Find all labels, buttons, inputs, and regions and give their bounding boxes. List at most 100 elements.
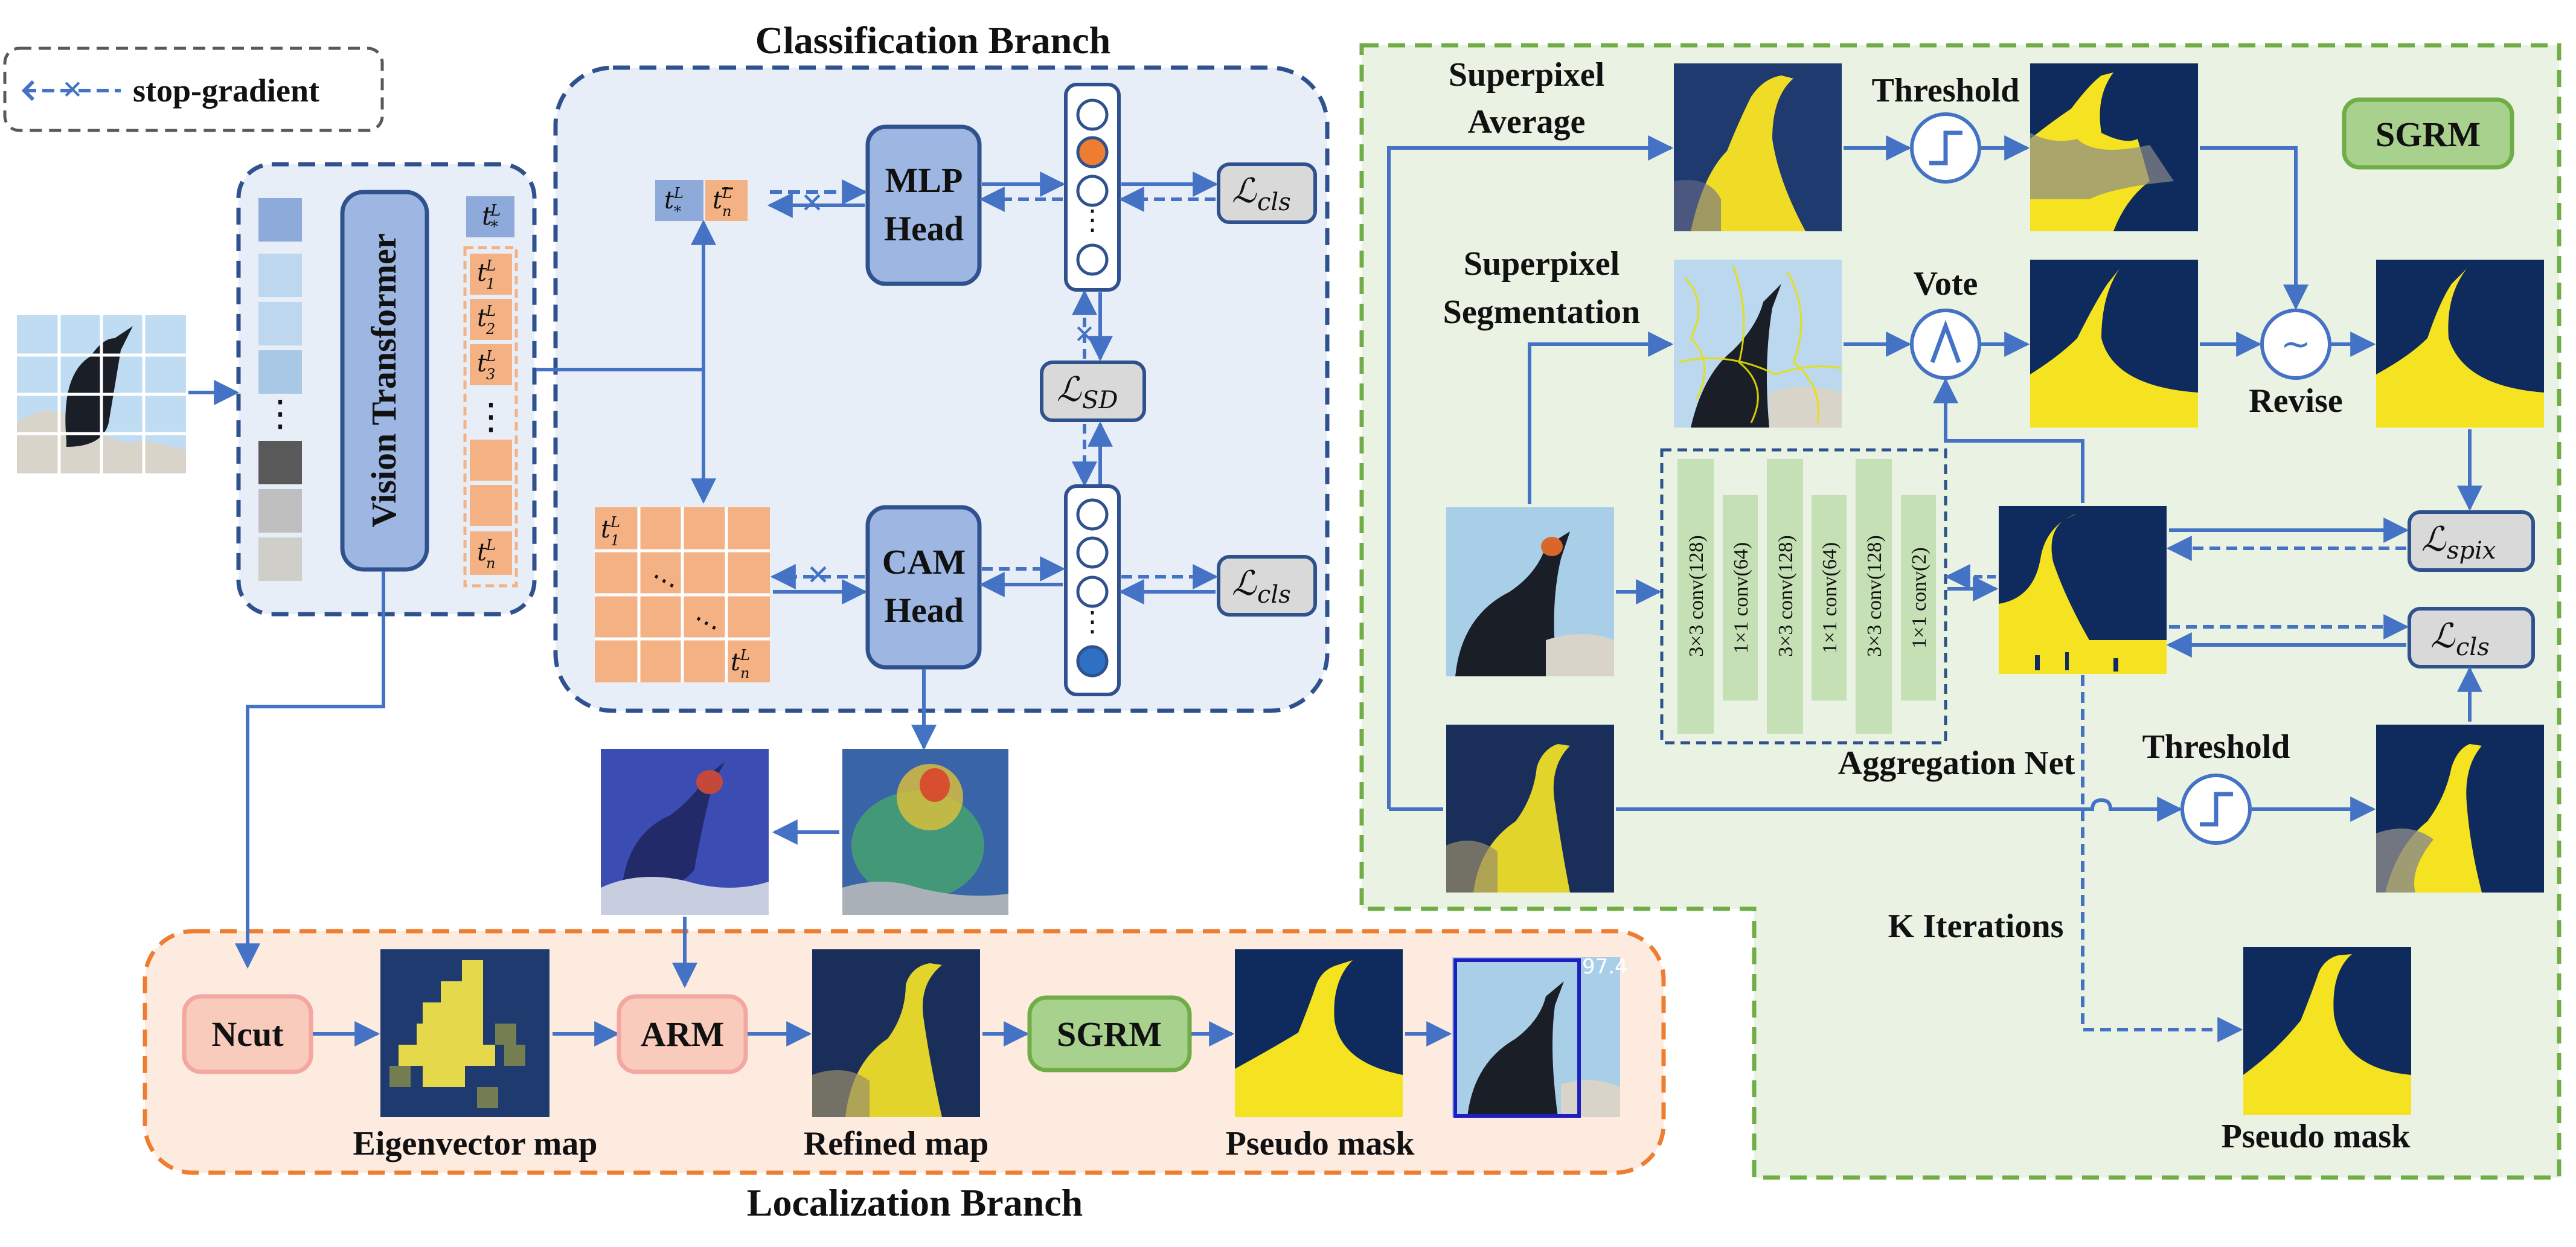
svg-text:Threshold: Threshold (2142, 728, 2290, 766)
svg-text:⋮: ⋮ (262, 393, 298, 435)
vision-transformer-block (340, 190, 429, 572)
svg-text:L: L (485, 537, 496, 554)
eigenvector-map-image: Eigenvector map (353, 949, 598, 1162)
svg-text:n: n (722, 203, 731, 220)
svg-text:L: L (485, 348, 496, 365)
refined-map-image: Refined map (804, 949, 988, 1162)
arm-box: ARM (617, 994, 748, 1074)
attention-overlay-image (601, 749, 769, 915)
svg-text:3×3 conv(128): 3×3 conv(128) (1863, 535, 1886, 656)
loss-sd: ℒ SD (1040, 361, 1146, 422)
revise-output (2376, 260, 2544, 428)
ncut-box: Ncut (182, 994, 313, 1074)
svg-text:Pseudo mask: Pseudo mask (1226, 1125, 1415, 1162)
svg-text:MLP: MLP (885, 161, 963, 200)
svg-text:t: t (477, 259, 487, 287)
svg-text:L: L (722, 185, 732, 202)
loss-cls-bottom: ℒ cls (1217, 555, 1317, 617)
sgrm-input-image (1446, 507, 1614, 676)
sgrm-initial-map-image (1446, 725, 1614, 893)
pseudo-mask-image-localization: Pseudo mask (1226, 949, 1415, 1162)
cam-head: CAM Head (865, 505, 982, 670)
svg-text:spix: spix (2447, 537, 2496, 565)
detection-result-image: 97.4 (1452, 955, 1628, 1118)
svg-text:t: t (601, 516, 611, 543)
svg-text:Vote: Vote (1914, 265, 1978, 303)
svg-text:t: t (477, 304, 487, 332)
vit-panel: ⋮ Vision Transformer t L * tL1 tL2 tL3 ⋮… (236, 162, 537, 617)
svg-text:⋮: ⋮ (1078, 204, 1106, 236)
vote-symbol (1910, 309, 1981, 380)
svg-text:L: L (490, 202, 501, 220)
svg-text:t: t (477, 539, 487, 566)
superpixel-average-image (1674, 63, 1842, 231)
svg-text:ℒ: ℒ (1232, 172, 1257, 211)
svg-text:L: L (485, 303, 496, 319)
threshold-bottom-output (2376, 725, 2544, 893)
svg-text:*: * (674, 203, 681, 220)
svg-text:1: 1 (610, 532, 620, 549)
aggregation-net: 3×3 conv(128) 1×1 conv(64) 3×3 conv(128)… (1660, 448, 1947, 745)
svg-text:✕: ✕ (801, 187, 824, 219)
svg-text:SD: SD (1082, 386, 1118, 414)
sgrm-panel: SGRM (1359, 43, 2562, 1180)
svg-text:ℒ: ℒ (1057, 370, 1082, 409)
svg-text:Superpixel: Superpixel (1464, 245, 1620, 283)
svg-text:1: 1 (486, 275, 495, 292)
legend: ✕ stop-gradient (3, 46, 384, 132)
cam-heatmap-image (842, 749, 1008, 915)
threshold-top-output (2030, 63, 2198, 231)
svg-text:L: L (485, 257, 496, 274)
loss-cls-right: ℒ cls (2408, 607, 2535, 668)
svg-text:ARM: ARM (641, 1015, 725, 1054)
svg-text:cls: cls (1257, 188, 1291, 216)
svg-text:Refined map: Refined map (804, 1125, 988, 1162)
legend-stop-gradient: stop-gradient (133, 72, 319, 109)
svg-text:⋮: ⋮ (1078, 605, 1106, 638)
sgrm-arrows (1387, 135, 2482, 1042)
svg-text:t: t (477, 350, 487, 377)
svg-text:K Iterations: K Iterations (1888, 908, 2064, 945)
svg-text:Aggregation Net: Aggregation Net (1838, 745, 2075, 782)
threshold-top-symbol (1910, 112, 1981, 184)
final-pseudo-mask-image (2243, 947, 2411, 1115)
svg-text:Pseudo mask: Pseudo mask (2222, 1118, 2411, 1155)
svg-text:L: L (673, 185, 684, 202)
svg-text:cls: cls (1257, 581, 1291, 609)
svg-text:Head: Head (884, 209, 964, 248)
svg-text:Threshold: Threshold (1872, 72, 2020, 109)
svg-text:Eigenvector map: Eigenvector map (353, 1125, 598, 1162)
threshold-bottom-symbol (2180, 774, 2252, 845)
svg-text:ℒ: ℒ (2430, 617, 2456, 656)
sgrm-box-localization: SGRM (1027, 995, 1192, 1072)
neuron-column-top: ⋮ (1064, 83, 1121, 292)
svg-text:ℒ: ℒ (1232, 564, 1257, 603)
svg-text:CAM: CAM (882, 542, 966, 582)
svg-text:3×3 conv(128): 3×3 conv(128) (1775, 535, 1797, 656)
svg-text:Revise: Revise (2249, 382, 2343, 420)
svg-text:Superpixel: Superpixel (1449, 56, 1604, 94)
svg-text:Average: Average (1468, 103, 1586, 141)
svg-text:✕: ✕ (62, 75, 83, 104)
svg-text:⋮: ⋮ (473, 396, 509, 438)
svg-text:cls: cls (2456, 633, 2490, 661)
svg-text:3: 3 (486, 366, 495, 383)
vision-transformer-label: Vision Transformer (364, 233, 403, 527)
svg-text:✕: ✕ (1074, 319, 1095, 349)
classification-branch-title: Classification Branch (755, 19, 1110, 62)
svg-text:L: L (740, 647, 750, 664)
superpixel-segmentation-image (1674, 260, 1842, 428)
svg-text:1×1 conv(64): 1×1 conv(64) (1819, 542, 1841, 653)
svg-text:n: n (740, 665, 749, 682)
svg-text:2: 2 (485, 321, 495, 338)
svg-text:t: t (664, 187, 674, 214)
vote-output (2030, 260, 2198, 428)
svg-text:t: t (482, 201, 492, 231)
loss-spix: ℒ spix (2408, 510, 2535, 572)
svg-text:1×1 conv(64): 1×1 conv(64) (1730, 542, 1752, 653)
svg-text:Head: Head (884, 591, 964, 630)
svg-text:n: n (486, 555, 495, 572)
